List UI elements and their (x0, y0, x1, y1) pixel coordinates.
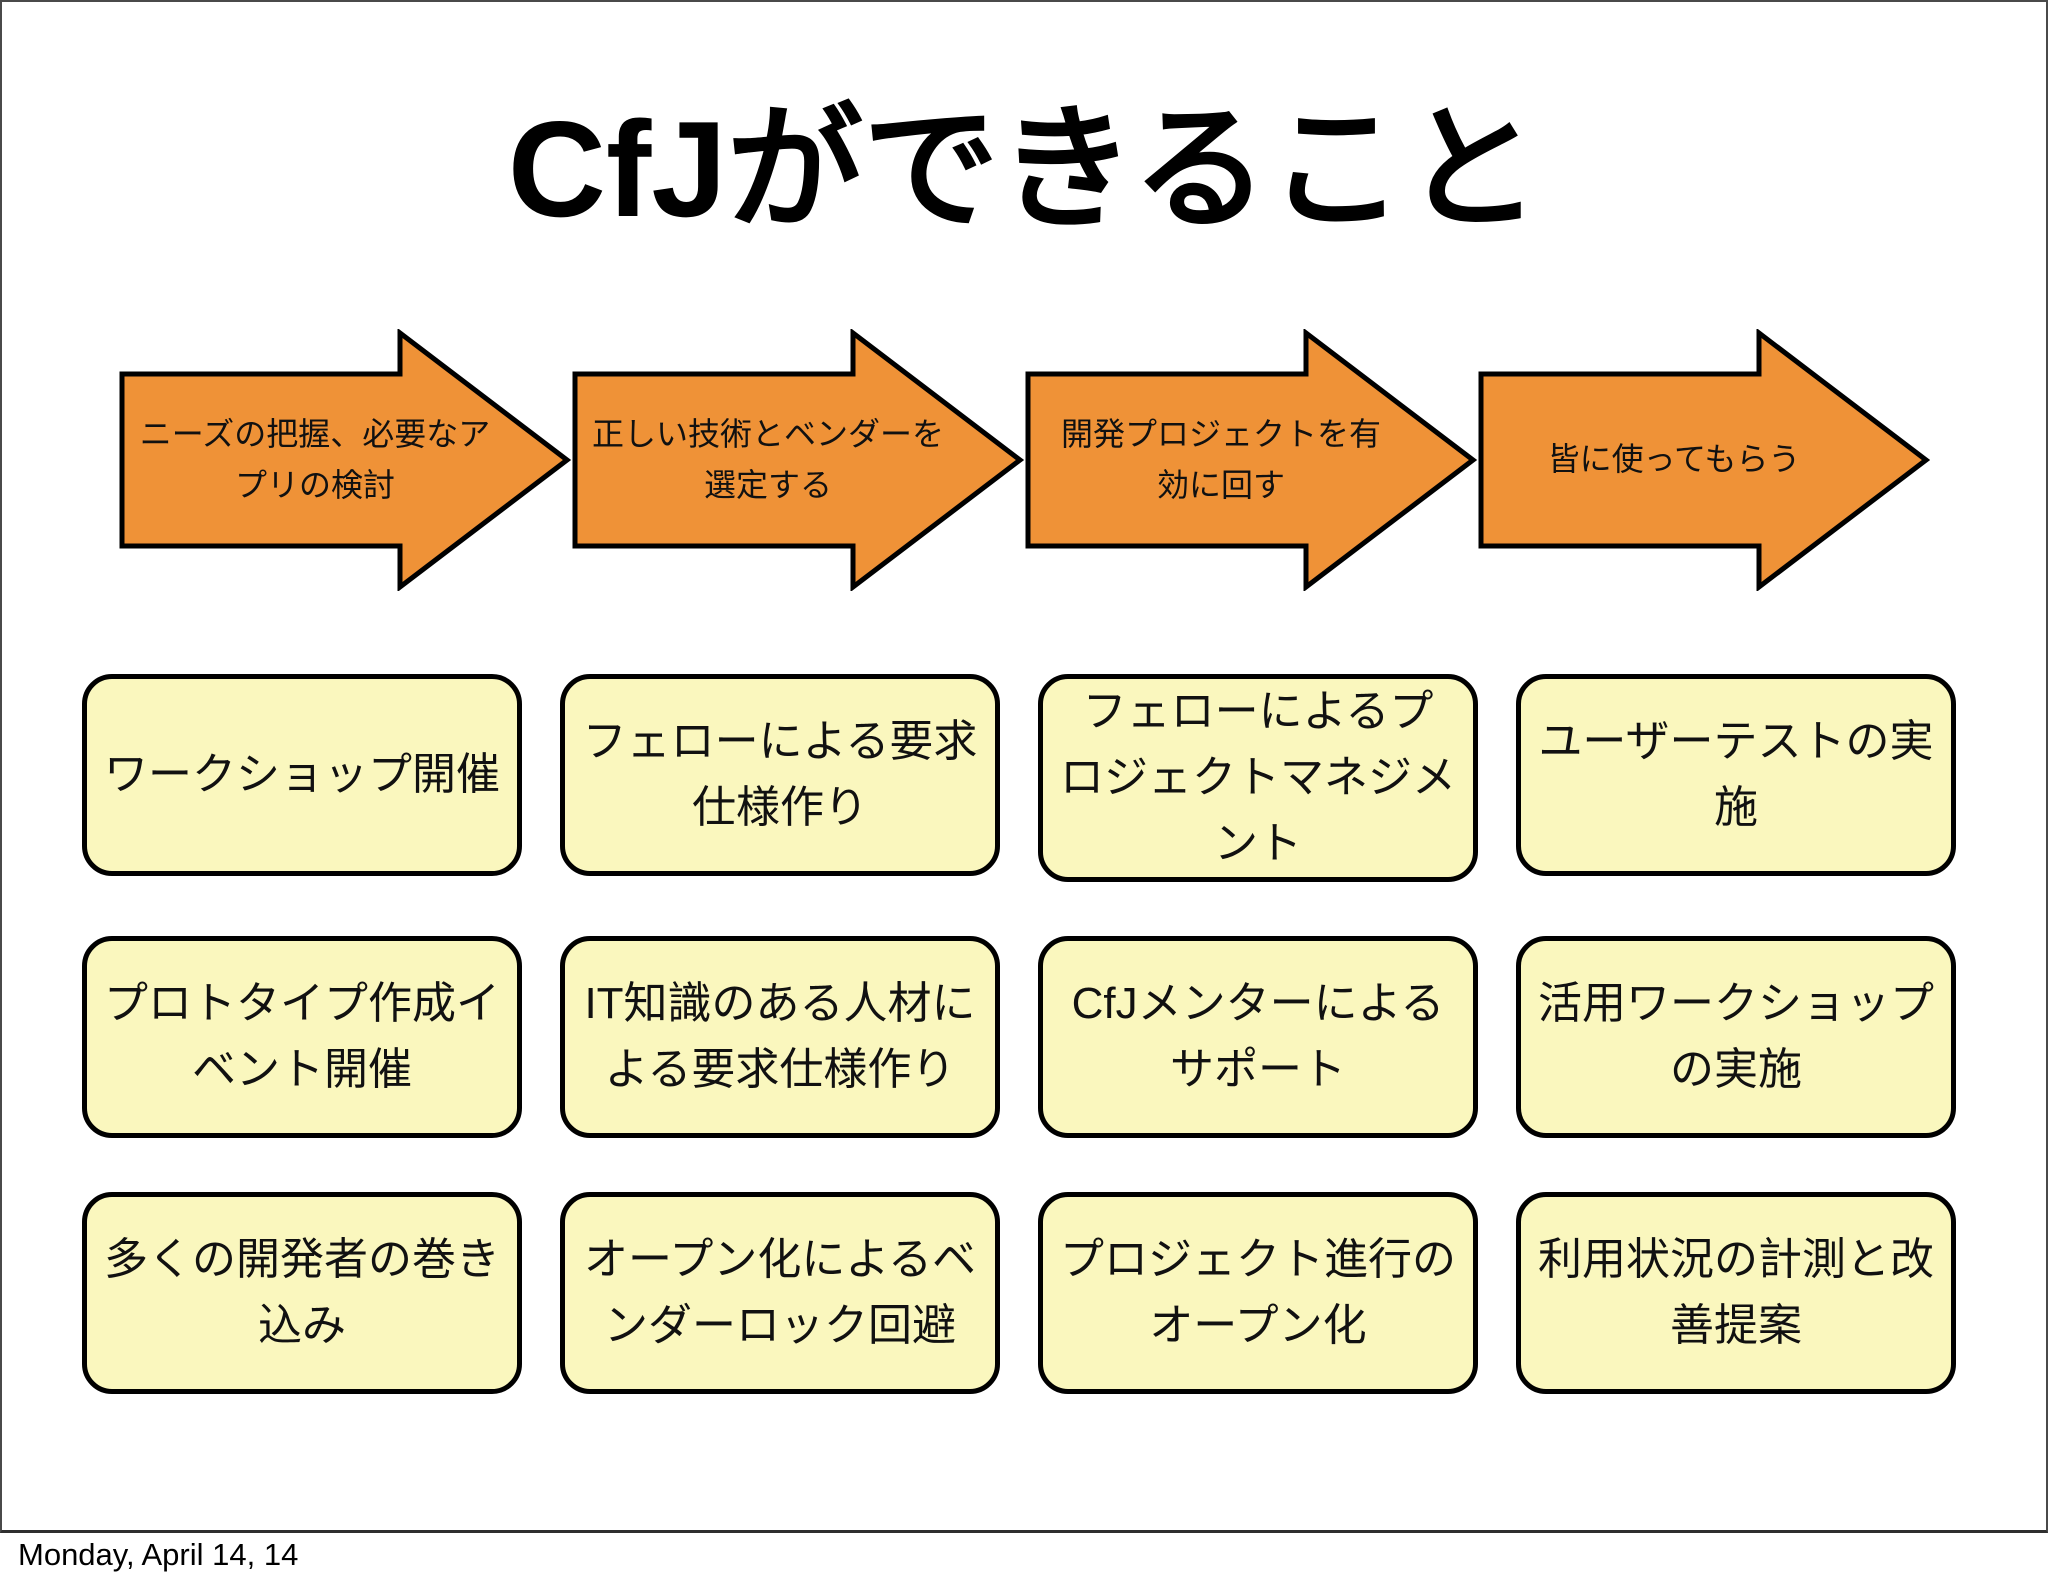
process-box: 多くの開発者の巻き 込み (82, 1192, 522, 1394)
flow-arrow-step-2: 正しい技術とベンダーを 選定する (572, 329, 1024, 591)
right-arrow-icon (1478, 329, 1930, 591)
process-box: プロトタイプ作成イ ベント開催 (82, 936, 522, 1138)
flow-arrow-step-1: ニーズの把握、必要なア プリの検討 (119, 329, 571, 591)
process-box: ワークショップ開催 (82, 674, 522, 876)
flow-arrow-step-4: 皆に使ってもらう (1478, 329, 1930, 591)
process-box: プロジェクト進行の オープン化 (1038, 1192, 1478, 1394)
arrow-label: 正しい技術とベンダーを 選定する (591, 415, 944, 503)
process-box: CfJメンターによる サポート (1038, 936, 1478, 1138)
arrow-label: ニーズの把握、必要なア プリの検討 (139, 415, 491, 503)
slide-frame (0, 0, 2048, 1533)
process-box: フェローによるプ ロジェクトマネジメ ント (1038, 674, 1478, 882)
process-box: ユーザーテストの実 施 (1516, 674, 1956, 876)
process-box: 活用ワークショップ の実施 (1516, 936, 1956, 1138)
arrow-label: 皆に使ってもらう (1547, 441, 1801, 478)
slide-title: CfJができること (507, 92, 1541, 245)
process-box: フェローによる要求 仕様作り (560, 674, 1000, 876)
flow-arrow-step-3: 開発プロジェクトを有 効に回す (1025, 329, 1477, 591)
arrow-label: 開発プロジェクトを有 効に回す (1060, 415, 1381, 503)
process-box: IT知識のある人材に よる要求仕様作り (560, 936, 1000, 1138)
right-arrow-icon (119, 329, 571, 591)
footer-date: Monday, April 14, 14 (18, 1537, 299, 1572)
right-arrow-icon (1025, 329, 1477, 591)
process-box: オープン化によるベ ンダーロック回避 (560, 1192, 1000, 1394)
process-box: 利用状況の計測と改 善提案 (1516, 1192, 1956, 1394)
right-arrow-icon (572, 329, 1024, 591)
